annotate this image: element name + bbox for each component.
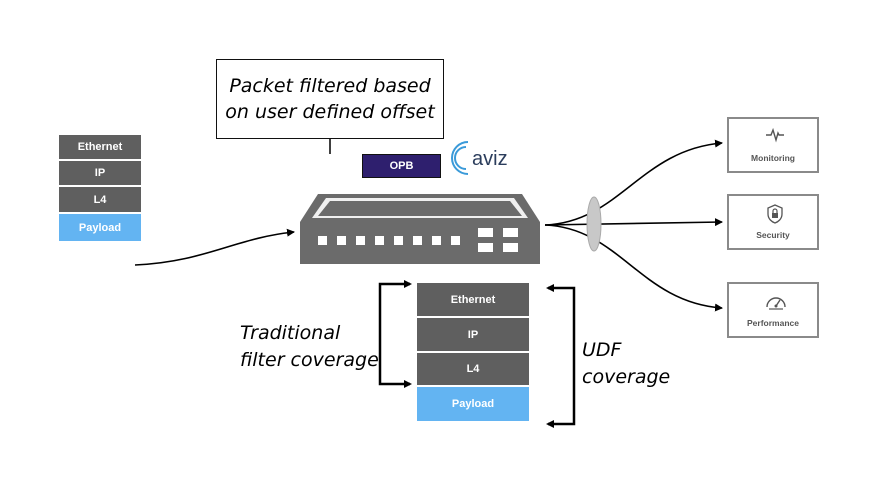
input-layer-payload: Payload <box>59 214 141 241</box>
traditional-line-2: filter coverage <box>240 349 379 371</box>
brand-text: aviz <box>472 148 508 170</box>
output-arrow-performance <box>544 224 723 312</box>
tool-monitoring-label: Monitoring <box>751 153 795 163</box>
center-layer-payload: Payload <box>417 387 529 421</box>
traditional-line-1: Traditional <box>240 322 341 344</box>
gauge-icon <box>766 297 786 310</box>
shield-lock-icon <box>767 204 783 224</box>
input-arrow <box>134 228 295 266</box>
input-layer-ethernet: Ethernet <box>59 135 141 161</box>
output-arrow-monitoring <box>544 139 723 226</box>
network-switch-icon <box>300 194 540 264</box>
opb-box: OPB <box>362 154 441 178</box>
callout-line-1: Packet filtered based <box>229 75 431 97</box>
udf-bracket <box>548 286 576 426</box>
traditional-coverage-label: Traditional filter coverage <box>240 320 379 374</box>
tool-monitoring: Monitoring <box>727 117 819 173</box>
output-arrow-security <box>544 218 723 227</box>
tool-security: Security <box>727 194 819 250</box>
opb-label: OPB <box>389 160 414 172</box>
udf-coverage-label: UDF coverage <box>582 337 670 391</box>
heartbeat-icon <box>766 127 784 143</box>
input-layer-ip: IP <box>59 161 141 187</box>
center-layer-ip: IP <box>417 318 529 353</box>
udf-line-1: UDF <box>582 339 622 361</box>
tap-lens <box>586 196 602 252</box>
center-layer-l4: L4 <box>417 353 529 387</box>
aviz-logo-icon <box>451 141 469 175</box>
tool-performance-label: Performance <box>747 318 799 328</box>
tool-security-label: Security <box>756 230 790 240</box>
callout-line-2: on user defined offset <box>225 101 435 123</box>
traditional-bracket <box>378 282 410 386</box>
center-layer-ethernet: Ethernet <box>417 283 529 318</box>
input-layer-l4: L4 <box>59 187 141 214</box>
tool-performance: Performance <box>727 282 819 338</box>
callout-box: Packet filtered based on user defined of… <box>216 59 444 139</box>
udf-line-2: coverage <box>582 366 671 388</box>
brand-logo: caviz <box>462 148 508 171</box>
